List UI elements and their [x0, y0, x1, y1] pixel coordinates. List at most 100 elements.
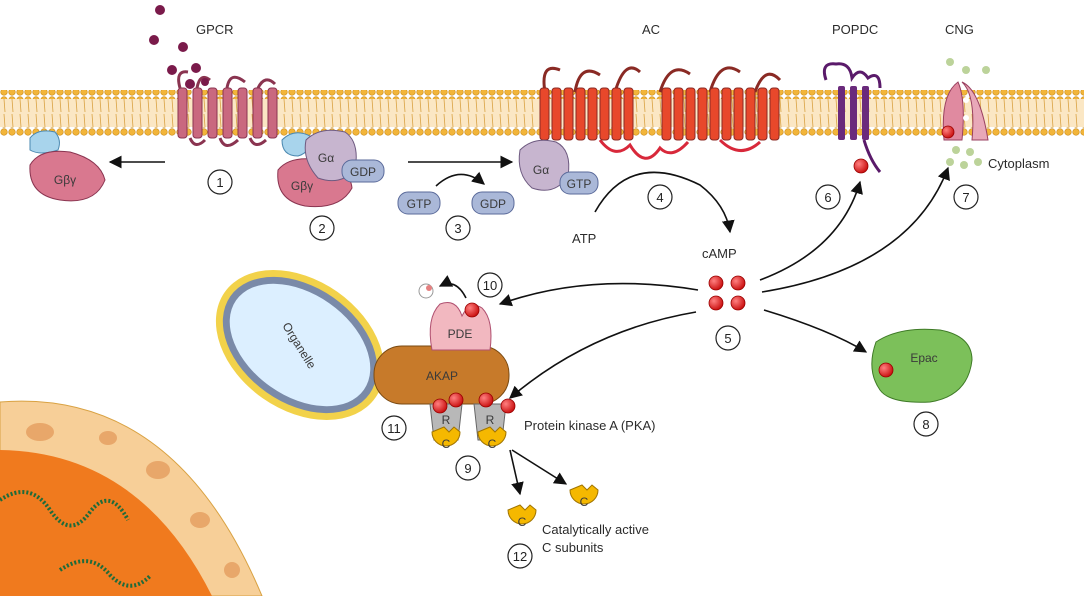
- step-1: 1: [216, 175, 223, 190]
- lipid-tail: [787, 98, 790, 113]
- ac-helix: [539, 87, 550, 141]
- pathway-arrows: [108, 155, 950, 496]
- camp-label: cAMP: [702, 246, 737, 261]
- lipid-tail: [891, 113, 894, 128]
- cng-label: CNG: [945, 22, 974, 37]
- lipid-tail: [451, 113, 454, 128]
- lipid-tail: [731, 113, 734, 128]
- lipid-tail: [643, 113, 646, 128]
- lipid-tail: [395, 98, 398, 113]
- lipid-tail: [235, 98, 238, 113]
- cytoplasm-label: Cytoplasm: [988, 156, 1049, 171]
- gpcr-receptor: [177, 70, 278, 147]
- adenylyl-cyclase: [539, 66, 782, 160]
- lipid-tail: [379, 113, 382, 128]
- lipid-tail: [107, 113, 110, 128]
- lipid-tail: [91, 98, 94, 113]
- lipid-tail: [27, 113, 30, 128]
- gbetagamma-label-complex: Gβγ: [291, 179, 313, 193]
- lipid-tail: [1043, 113, 1046, 128]
- step-8: 8: [922, 417, 929, 432]
- lipid-tail: [915, 98, 918, 113]
- lipid-tail: [635, 98, 638, 113]
- lipid-tail: [427, 98, 430, 113]
- lipid-tail: [403, 98, 406, 113]
- lipid-tail: [51, 98, 54, 113]
- lipid-tail: [883, 98, 886, 113]
- lipid-tail: [219, 113, 222, 128]
- lipid-tail: [779, 113, 782, 128]
- lipid-tail: [987, 98, 990, 113]
- lipid-tail: [931, 113, 934, 128]
- lipid-tail: [891, 98, 894, 113]
- lipid-tail: [707, 113, 710, 128]
- lipid-tail: [507, 113, 510, 128]
- lipid-tail: [931, 98, 934, 113]
- gdp-label-complex: GDP: [350, 165, 376, 179]
- lipid-tail: [515, 98, 518, 113]
- pde-label: PDE: [448, 327, 473, 341]
- lipid-tail: [75, 113, 78, 128]
- lipid-tail: [467, 113, 470, 128]
- lipid-tail: [147, 113, 150, 128]
- lipid-tail: [75, 98, 78, 113]
- c-label-4: C: [580, 495, 589, 509]
- lipid-tail: [995, 113, 998, 128]
- step-markers: [207, 169, 979, 569]
- lipid-tail: [99, 98, 102, 113]
- lipid-tail: [1075, 98, 1078, 113]
- lipid-tail: [835, 98, 838, 113]
- galpha-gtp: Gα GTP: [518, 139, 599, 195]
- lipid-tail: [1003, 113, 1006, 128]
- lipid-tail: [483, 113, 486, 128]
- lipid-tail: [1051, 98, 1054, 113]
- ac-helix: [599, 87, 610, 141]
- epac-label: Epac: [910, 351, 937, 365]
- step-7: 7: [962, 190, 969, 205]
- lipid-tail: [83, 98, 86, 113]
- lipid-tail: [123, 98, 126, 113]
- lipid-tail: [923, 113, 926, 128]
- pde: PDE: [418, 275, 492, 351]
- lipid-tail: [139, 113, 142, 128]
- lipid-tail: [1027, 98, 1030, 113]
- ac-helix: [757, 87, 768, 141]
- lipid-tail: [803, 113, 806, 128]
- step-2: 2: [318, 221, 325, 236]
- lipid-tail: [347, 113, 350, 128]
- lipid-tail: [35, 98, 38, 113]
- lipid-tail: [307, 98, 310, 113]
- lipid-tail: [883, 113, 886, 128]
- lipid-tail: [283, 113, 286, 128]
- lipid-tail: [1011, 113, 1014, 128]
- lipid-tail: [363, 113, 366, 128]
- lipid-tail: [859, 113, 862, 128]
- lipid-tail: [459, 113, 462, 128]
- akap-label: AKAP: [426, 369, 458, 383]
- step-6: 6: [824, 190, 831, 205]
- lipid-tail: [147, 98, 150, 113]
- lipid-tail: [499, 113, 502, 128]
- ac-helix: [661, 87, 672, 141]
- lipid-tail: [859, 98, 862, 113]
- lipid-tail: [507, 98, 510, 113]
- lipid-tail: [387, 98, 390, 113]
- lipid-tail: [99, 113, 102, 128]
- lipid-tail: [875, 98, 878, 113]
- lipid-tail: [51, 113, 54, 128]
- lipid-tail: [1075, 113, 1078, 128]
- lipid-tail: [395, 113, 398, 128]
- lipid-tail: [387, 113, 390, 128]
- lipid-tail: [347, 98, 350, 113]
- lipid-tail: [403, 113, 406, 128]
- lipid-tail: [299, 113, 302, 128]
- gdp-label-exchange: GDP: [480, 197, 506, 211]
- lipid-tail: [483, 98, 486, 113]
- atp-label: ATP: [572, 231, 596, 246]
- lipid-tail: [1059, 113, 1062, 128]
- lipid-tail: [499, 98, 502, 113]
- lipid-tail: [651, 98, 654, 113]
- lipid-tail: [1043, 98, 1046, 113]
- lipid-tail: [899, 113, 902, 128]
